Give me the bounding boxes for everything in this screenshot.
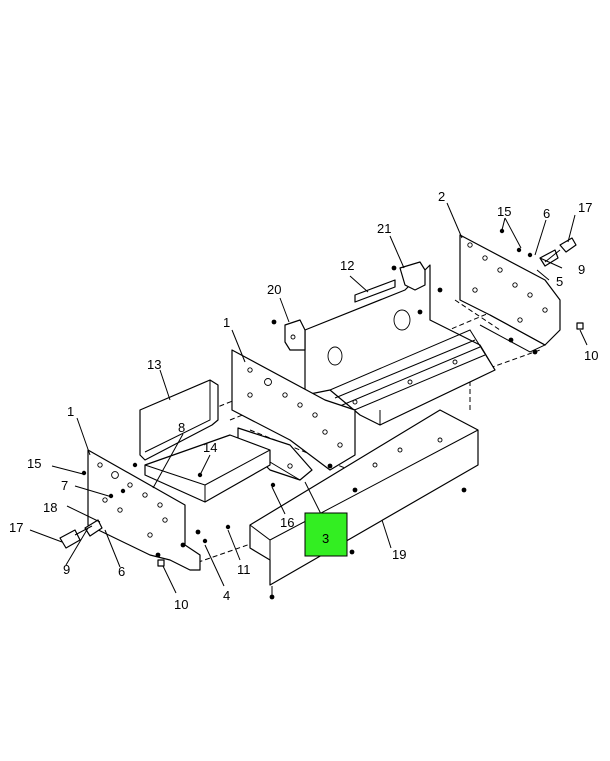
callout-9-right: 9 [578, 262, 585, 277]
part-17-right-connector [527, 237, 577, 267]
callout-6-right: 6 [543, 206, 550, 221]
part-19-bottom-cover [249, 409, 479, 600]
callout-1-center: 1 [223, 315, 230, 330]
callout-12: 12 [340, 258, 354, 273]
callout-11: 11 [237, 562, 251, 577]
part-2-right-side-plate [437, 234, 561, 355]
callout-21: 21 [377, 221, 391, 236]
callout-16: 16 [280, 515, 294, 530]
highlighted-callout-3[interactable] [304, 512, 348, 557]
callout-20: 20 [267, 282, 281, 297]
part-20-bracket [271, 319, 306, 351]
callout-2: 2 [438, 189, 445, 204]
callout-9-left: 9 [63, 562, 70, 577]
part-10-right-bolt [576, 322, 584, 330]
callout-4: 4 [223, 588, 230, 603]
leader-lines [29, 202, 588, 594]
callout-10-left: 10 [174, 597, 188, 612]
part-1-left-side-plate [87, 449, 201, 571]
callout-13: 13 [147, 357, 161, 372]
callout-8: 8 [178, 420, 185, 435]
callout-15-right: 15 [497, 204, 511, 219]
part-8-box-tray [144, 434, 271, 503]
callout-18: 18 [43, 500, 57, 515]
part-13-box-wall [139, 379, 219, 461]
callout-3: 3 [322, 531, 329, 546]
callout-17-right: 17 [578, 200, 592, 215]
part-1-center-side-plate [231, 349, 358, 493]
part-21-bracket [391, 261, 426, 315]
callout-15-left: 15 [27, 456, 41, 471]
callout-17-left: 17 [9, 520, 23, 535]
callout-19: 19 [392, 547, 406, 562]
callout-labels: 1 1 2 3 4 5 6 6 7 8 9 9 10 10 11 12 13 1… [9, 189, 598, 612]
part-12-center-panel [304, 264, 496, 426]
part-17-left-connector [59, 519, 103, 549]
part-10-left-bolt [157, 559, 165, 567]
callout-10-right: 10 [584, 348, 598, 363]
callout-1-left: 1 [67, 404, 74, 419]
callout-5: 5 [556, 274, 563, 289]
callout-6-left: 6 [118, 564, 125, 579]
callout-14: 14 [203, 440, 217, 455]
callout-7: 7 [61, 478, 68, 493]
